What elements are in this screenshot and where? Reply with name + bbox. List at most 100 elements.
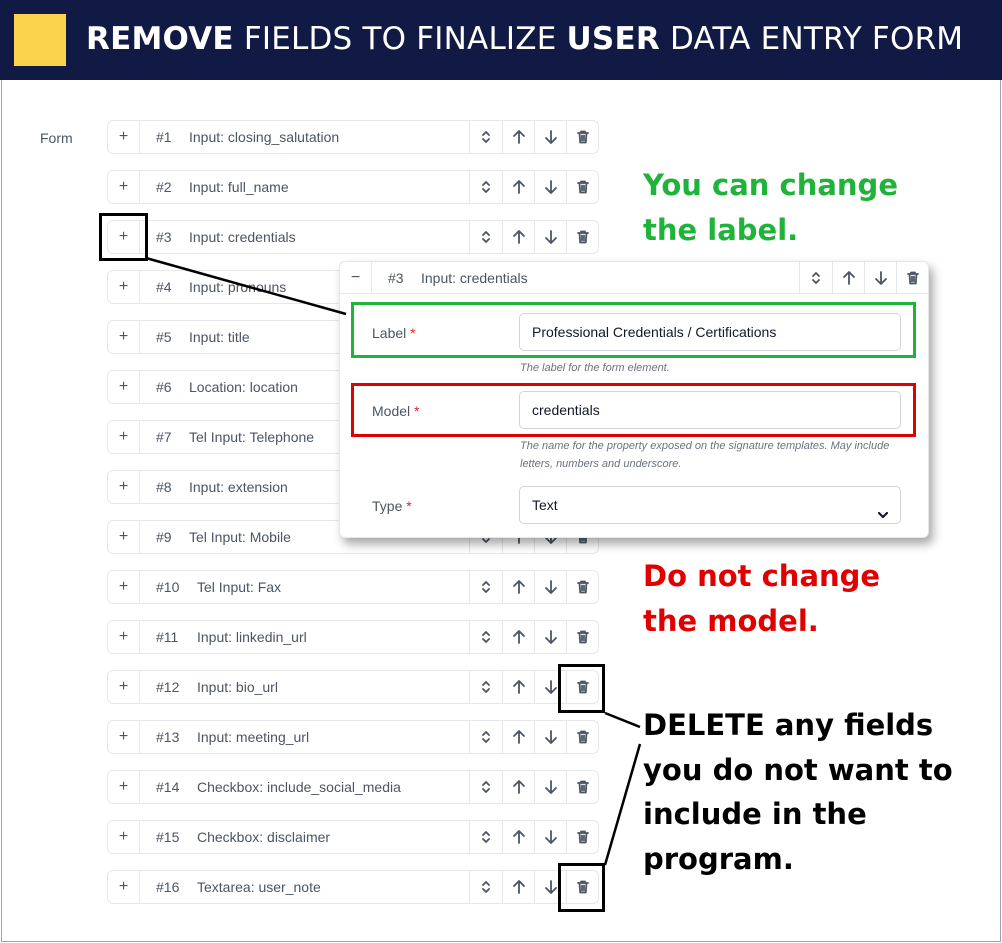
reorder-button[interactable]	[470, 671, 502, 703]
expand-button[interactable]: +	[108, 671, 140, 703]
expand-button[interactable]: +	[108, 621, 140, 653]
reorder-button[interactable]	[470, 871, 502, 903]
move-up-button[interactable]	[502, 771, 534, 803]
field-controls	[469, 671, 598, 703]
type-select[interactable]: Text	[519, 486, 901, 524]
expand-button[interactable]: +	[108, 321, 140, 353]
expand-button[interactable]: +	[108, 771, 140, 803]
delete-button[interactable]	[566, 171, 598, 203]
move-up-button[interactable]	[502, 221, 534, 253]
label-field-label: Label *	[372, 325, 416, 341]
delete-button[interactable]	[566, 221, 598, 253]
expand-button[interactable]: +	[108, 471, 140, 503]
move-down-button[interactable]	[534, 121, 566, 153]
model-input[interactable]: credentials	[519, 391, 901, 429]
field-number: #12	[156, 679, 180, 695]
expand-button[interactable]: +	[108, 821, 140, 853]
expand-button[interactable]: +	[108, 271, 140, 303]
delete-button[interactable]	[566, 771, 598, 803]
field-controls	[469, 171, 598, 203]
arrow-down-icon	[544, 680, 557, 694]
reorder-button[interactable]	[470, 721, 502, 753]
required-mark: *	[410, 325, 416, 341]
move-up-button[interactable]	[502, 721, 534, 753]
arrow-up-icon	[512, 580, 525, 594]
expand-button[interactable]: +	[108, 421, 140, 453]
move-down-button[interactable]	[534, 771, 566, 803]
move-up-button[interactable]	[502, 671, 534, 703]
expand-button[interactable]: +	[108, 571, 140, 603]
reorder-button[interactable]	[470, 171, 502, 203]
reorder-button[interactable]	[470, 571, 502, 603]
arrow-up-icon	[842, 271, 855, 285]
field-controls	[469, 221, 598, 253]
move-up-button[interactable]	[832, 262, 864, 294]
move-up-button[interactable]	[502, 171, 534, 203]
field-number: #3	[156, 229, 172, 245]
field-name: Input: pronouns	[189, 279, 287, 295]
model-field-label-text: Model	[372, 403, 411, 419]
move-down-button[interactable]	[534, 221, 566, 253]
delete-button[interactable]	[566, 571, 598, 603]
trash-icon	[576, 730, 589, 744]
expand-button[interactable]: +	[108, 371, 140, 403]
move-down-button[interactable]	[534, 671, 566, 703]
reorder-button[interactable]	[800, 262, 832, 294]
delete-button[interactable]	[896, 262, 928, 294]
delete-button[interactable]	[566, 821, 598, 853]
delete-button[interactable]	[566, 671, 598, 703]
move-down-button[interactable]	[864, 262, 896, 294]
arrow-up-icon	[512, 180, 525, 194]
delete-button[interactable]	[566, 871, 598, 903]
expand-button[interactable]: +	[108, 221, 140, 253]
delete-button[interactable]	[566, 621, 598, 653]
field-name: Input: meeting_url	[197, 729, 310, 745]
field-editor-header: − #3 Input: credentials	[340, 262, 928, 294]
move-down-button[interactable]	[534, 571, 566, 603]
arrow-up-icon	[512, 780, 525, 794]
expand-button[interactable]: +	[108, 121, 140, 153]
expand-button[interactable]: +	[108, 521, 140, 553]
move-down-button[interactable]	[534, 621, 566, 653]
reorder-button[interactable]	[470, 821, 502, 853]
delete-button[interactable]	[566, 721, 598, 753]
delete-button[interactable]	[566, 121, 598, 153]
arrow-up-icon	[512, 730, 525, 744]
expand-button[interactable]: +	[108, 171, 140, 203]
arrow-up-icon	[512, 130, 525, 144]
field-number: #10	[156, 579, 180, 595]
chevron-up-down-icon	[482, 731, 490, 743]
field-controls	[469, 121, 598, 153]
trash-icon	[576, 230, 589, 244]
expand-button[interactable]: +	[108, 721, 140, 753]
trash-icon	[576, 680, 589, 694]
move-up-button[interactable]	[502, 121, 534, 153]
reorder-button[interactable]	[470, 221, 502, 253]
banner-title: REMOVE FIELDS TO FINALIZE USER DATA ENTR…	[86, 16, 963, 62]
field-name: Tel Input: Fax	[197, 579, 282, 595]
field-controls	[799, 262, 928, 294]
reorder-button[interactable]	[470, 771, 502, 803]
expand-button[interactable]: +	[108, 871, 140, 903]
field-number: #2	[156, 179, 172, 195]
move-down-button[interactable]	[534, 821, 566, 853]
move-down-button[interactable]	[534, 871, 566, 903]
banner-title-bold-user: USER	[566, 21, 660, 57]
chevron-down-icon	[876, 499, 890, 519]
reorder-button[interactable]	[470, 121, 502, 153]
collapse-button[interactable]: −	[340, 262, 372, 294]
move-up-button[interactable]	[502, 621, 534, 653]
plus-icon: +	[118, 378, 129, 395]
move-up-button[interactable]	[502, 871, 534, 903]
move-down-button[interactable]	[534, 721, 566, 753]
label-input[interactable]: Professional Credentials / Certification…	[519, 313, 901, 351]
arrow-down-icon	[544, 580, 557, 594]
move-down-button[interactable]	[534, 171, 566, 203]
move-up-button[interactable]	[502, 821, 534, 853]
reorder-button[interactable]	[470, 621, 502, 653]
move-up-button[interactable]	[502, 571, 534, 603]
